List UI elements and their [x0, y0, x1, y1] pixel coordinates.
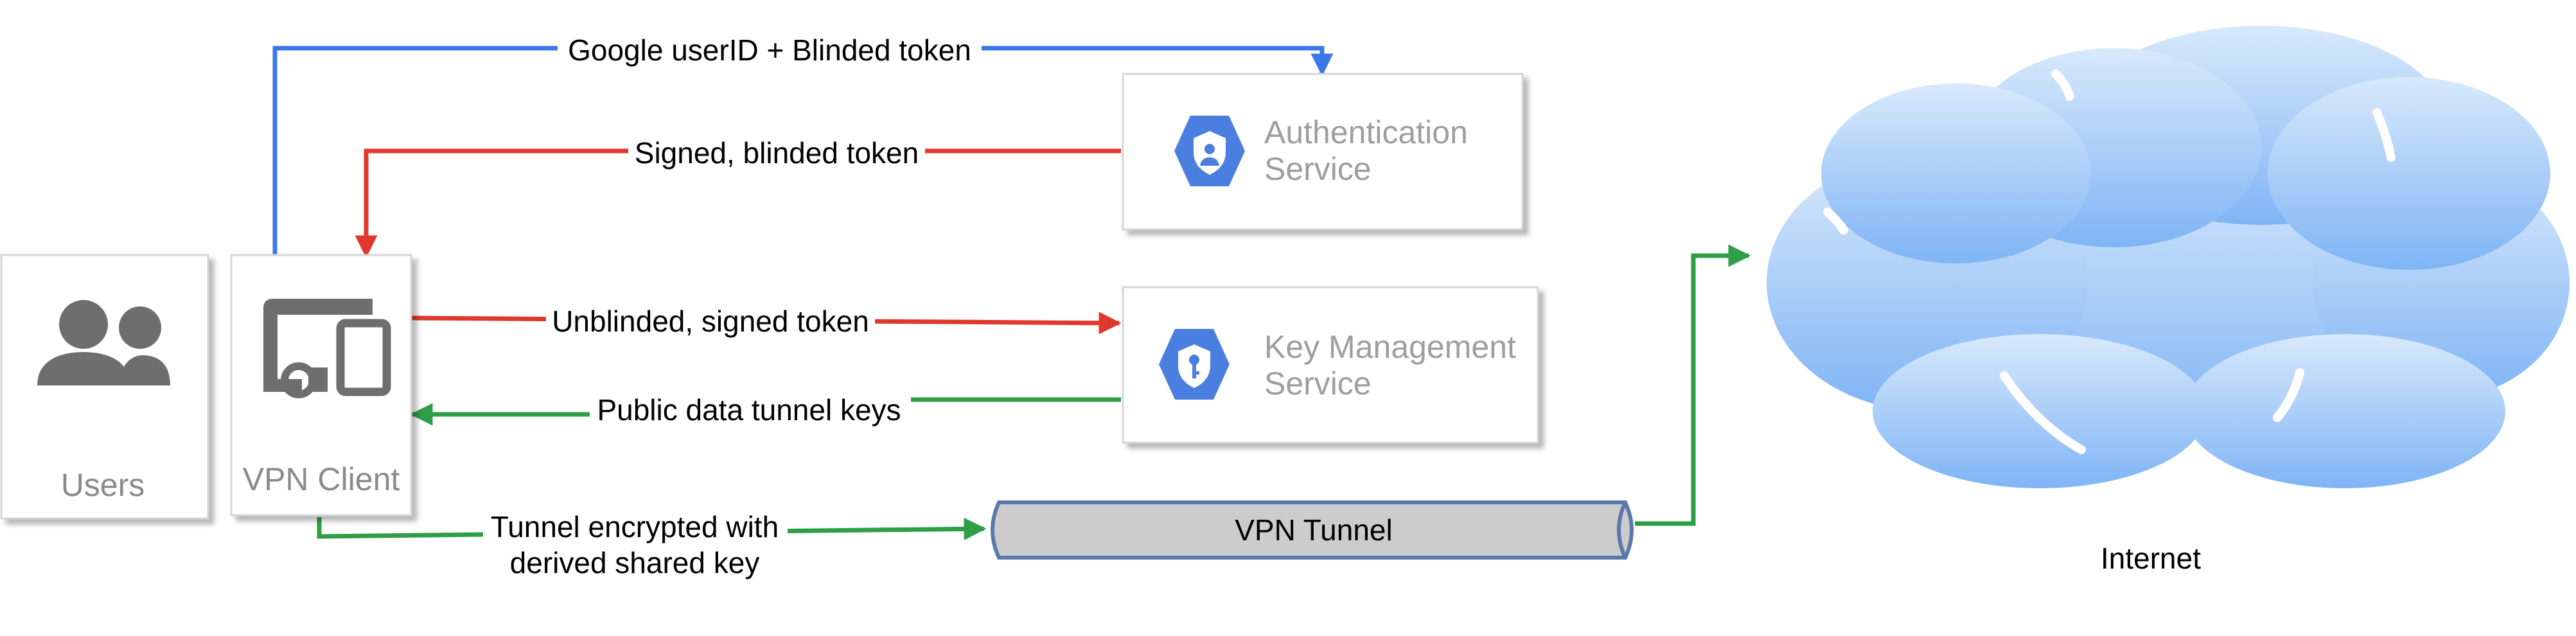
edge-label-signed-blinded-token: Signed, blinded token — [635, 136, 919, 170]
edge-label-tunnel-encrypted-line1: Tunnel encrypted with — [491, 510, 779, 543]
edge-signed-blinded-token: Signed, blinded token — [355, 135, 1121, 258]
edge-tunnel-to-internet — [1635, 244, 1751, 526]
internet-label: Internet — [2101, 542, 2201, 575]
vpn-client-label: VPN Client — [243, 461, 400, 497]
authentication-service-label-line2: Service — [1264, 151, 1372, 187]
vpn-client-card: VPN Client — [230, 254, 412, 517]
key-management-service-label-line1: Key Management — [1264, 329, 1516, 365]
users-label: Users — [61, 467, 145, 503]
devices-icon — [263, 299, 391, 398]
internet-cloud: Internet — [1767, 26, 2570, 575]
key-management-service-card: Key Management Service — [1122, 286, 1539, 444]
authentication-service-label-line1: Authentication — [1264, 114, 1468, 150]
edge-public-data-tunnel-keys: Public data tunnel keys — [410, 392, 1121, 427]
authentication-service-card: Authentication Service — [1122, 73, 1524, 231]
users-icon — [37, 300, 170, 385]
edge-tunnel-encrypted: Tunnel encrypted with derived shared key — [317, 509, 987, 579]
vpn-tunnel: VPN Tunnel — [991, 500, 1634, 560]
cloud-highlights — [1823, 69, 2395, 454]
key-management-service-label-line2: Service — [1264, 366, 1372, 402]
users-card: Users — [0, 254, 209, 520]
edge-unblinded-signed-token: Unblinded, signed token — [410, 303, 1122, 338]
edge-label-unblinded-signed-token: Unblinded, signed token — [552, 305, 869, 338]
cloud-shape — [1767, 26, 2570, 488]
edge-label-tunnel-encrypted-line2: derived shared key — [510, 546, 760, 579]
edge-label-userid-blinded-token: Google userID + Blinded token — [568, 33, 971, 67]
edge-label-public-data-tunnel-keys: Public data tunnel keys — [597, 393, 901, 427]
edge-userid-blinded-token: Google userID + Blinded token — [272, 32, 1334, 257]
shield-person-icon — [1174, 116, 1245, 186]
vpn-tunnel-label: VPN Tunnel — [1235, 513, 1392, 547]
shield-key-icon — [1159, 329, 1230, 400]
